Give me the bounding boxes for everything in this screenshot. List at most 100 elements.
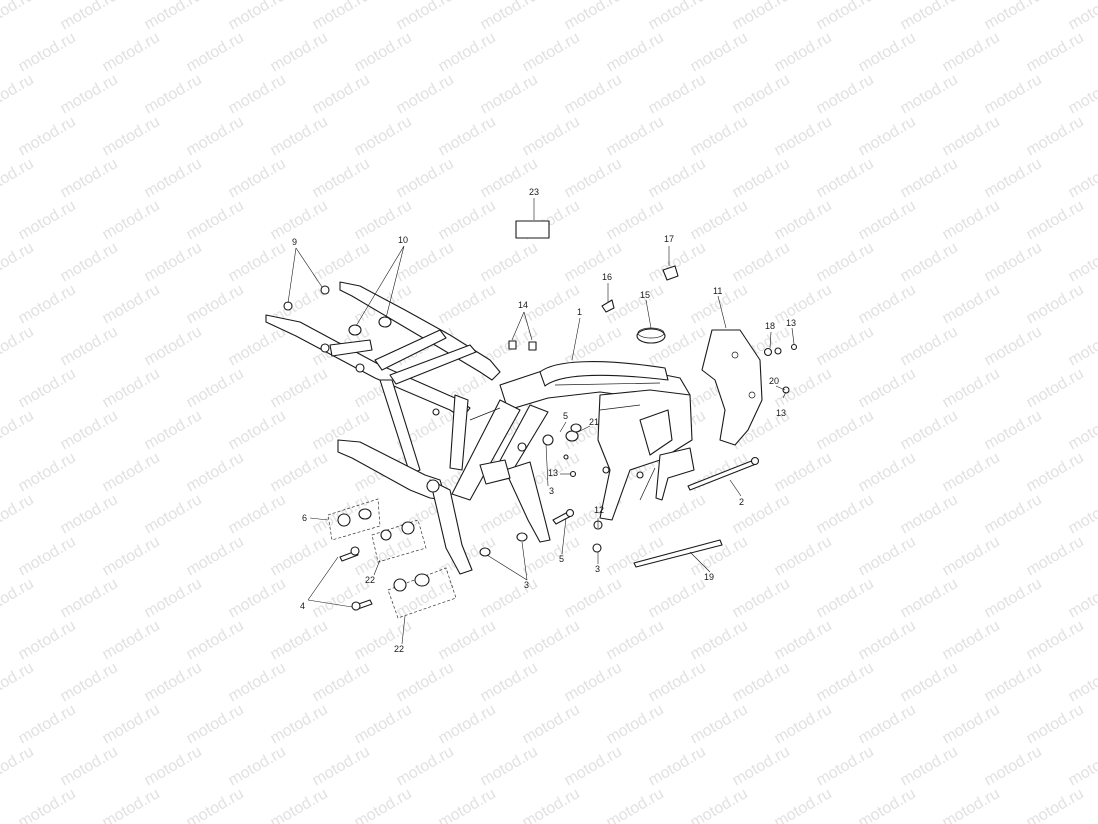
- watermark-text: motod.ru: [604, 701, 667, 747]
- watermark-text: motod.ru: [646, 491, 709, 537]
- watermark-text: motod.ru: [142, 155, 205, 201]
- watermark-text: motod.ru: [394, 659, 457, 705]
- watermark-text: motod.ru: [1024, 785, 1087, 824]
- callout-16: 16: [602, 272, 612, 282]
- watermark-text: motod.ru: [1024, 533, 1087, 579]
- watermark-text: motod.ru: [898, 0, 961, 33]
- watermark-text: motod.ru: [142, 575, 205, 621]
- watermark-text: motod.ru: [688, 197, 751, 243]
- watermark-text: motod.ru: [562, 239, 625, 285]
- watermark-text: motod.ru: [562, 0, 625, 33]
- callout-10: 10: [398, 235, 408, 245]
- watermark-text: motod.ru: [58, 0, 121, 33]
- watermark-text: motod.ru: [478, 575, 541, 621]
- watermark-text: motod.ru: [16, 281, 79, 327]
- watermark-text: motod.ru: [1024, 281, 1087, 327]
- watermark-text: motod.ru: [1066, 491, 1098, 537]
- callout-3-right: 3: [595, 564, 600, 574]
- bolt-13a: [790, 343, 798, 351]
- watermark-text: motod.ru: [1066, 407, 1098, 453]
- watermark-text: motod.ru: [646, 575, 709, 621]
- watermark-text: motod.ru: [184, 113, 247, 159]
- callout-22-upper: 22: [365, 575, 375, 585]
- watermark-text: motod.ru: [646, 155, 709, 201]
- watermark-text: motod.ru: [58, 659, 121, 705]
- nut-3a: [479, 547, 491, 557]
- watermark-text: motod.ru: [814, 323, 877, 369]
- watermark-text: motod.ru: [478, 743, 541, 789]
- nut-3b: [516, 532, 528, 542]
- callout-15: 15: [640, 290, 650, 300]
- watermark-text: motod.ru: [16, 701, 79, 747]
- watermark-text: motod.ru: [16, 113, 79, 159]
- watermark-text: motod.ru: [772, 701, 835, 747]
- watermark-text: motod.ru: [520, 29, 583, 75]
- watermark-text: motod.ru: [688, 617, 751, 663]
- watermark-text: motod.ru: [940, 113, 1003, 159]
- watermark-text: motod.ru: [310, 743, 373, 789]
- watermark-text: motod.ru: [604, 29, 667, 75]
- watermark-text: motod.ru: [142, 239, 205, 285]
- watermark-text: motod.ru: [772, 113, 835, 159]
- watermark-text: motod.ru: [58, 407, 121, 453]
- callout-20: 20: [769, 376, 779, 386]
- watermark-text: motod.ru: [0, 323, 37, 369]
- watermark-text: motod.ru: [940, 449, 1003, 495]
- callout-1: 1: [577, 307, 582, 317]
- watermark-text: motod.ru: [394, 71, 457, 117]
- watermark-text: motod.ru: [436, 281, 499, 327]
- watermark-text: motod.ru: [436, 113, 499, 159]
- watermark-text: motod.ru: [604, 113, 667, 159]
- watermark-text: motod.ru: [226, 743, 289, 789]
- watermark-text: motod.ru: [16, 365, 79, 411]
- watermark-text: motod.ru: [982, 491, 1045, 537]
- watermark-text: motod.ru: [1066, 659, 1098, 705]
- watermark-text: motod.ru: [0, 407, 37, 453]
- watermark-text: motod.ru: [58, 239, 121, 285]
- callout-5-bottom: 5: [559, 554, 564, 564]
- clip-17: [662, 265, 679, 281]
- watermark-text: motod.ru: [898, 491, 961, 537]
- watermark-text: motod.ru: [184, 617, 247, 663]
- watermark-text: motod.ru: [730, 71, 793, 117]
- watermark-text: motod.ru: [940, 197, 1003, 243]
- watermark-text: motod.ru: [856, 617, 919, 663]
- watermark-text: motod.ru: [1024, 701, 1087, 747]
- watermark-text: motod.ru: [100, 113, 163, 159]
- watermark-text: motod.ru: [436, 701, 499, 747]
- watermark-text: motod.ru: [184, 785, 247, 824]
- watermark-text: motod.ru: [394, 0, 457, 33]
- watermark-text: motod.ru: [772, 281, 835, 327]
- watermark-text: motod.ru: [982, 71, 1045, 117]
- watermark-text: motod.ru: [226, 71, 289, 117]
- watermark-text: motod.ru: [856, 281, 919, 327]
- watermark-text: motod.ru: [100, 281, 163, 327]
- watermark-text: motod.ru: [898, 659, 961, 705]
- watermark-text: motod.ru: [268, 365, 331, 411]
- watermark-text: motod.ru: [310, 0, 373, 33]
- callout-22-lower: 22: [394, 644, 404, 654]
- watermark-text: motod.ru: [688, 449, 751, 495]
- watermark-text: motod.ru: [268, 197, 331, 243]
- watermark-text: motod.ru: [352, 701, 415, 747]
- cap-15: [636, 328, 666, 344]
- watermark-text: motod.ru: [0, 575, 37, 621]
- watermark-text: motod.ru: [940, 701, 1003, 747]
- callout-14: 14: [518, 300, 528, 310]
- watermark-text: motod.ru: [646, 659, 709, 705]
- watermark-text: motod.ru: [646, 0, 709, 33]
- watermark-text: motod.ru: [16, 533, 79, 579]
- watermark-text: motod.ru: [856, 701, 919, 747]
- watermark-text: motod.ru: [184, 449, 247, 495]
- watermark-text: motod.ru: [100, 617, 163, 663]
- watermark-text: motod.ru: [940, 533, 1003, 579]
- watermark-text: motod.ru: [772, 617, 835, 663]
- watermark-text: motod.ru: [226, 407, 289, 453]
- watermark-text: motod.ru: [100, 449, 163, 495]
- watermark-text: motod.ru: [772, 449, 835, 495]
- watermark-text: motod.ru: [646, 71, 709, 117]
- watermark-text: motod.ru: [268, 533, 331, 579]
- watermark-text: motod.ru: [310, 155, 373, 201]
- grommet-10a: [348, 324, 362, 336]
- watermark-text: motod.ru: [940, 281, 1003, 327]
